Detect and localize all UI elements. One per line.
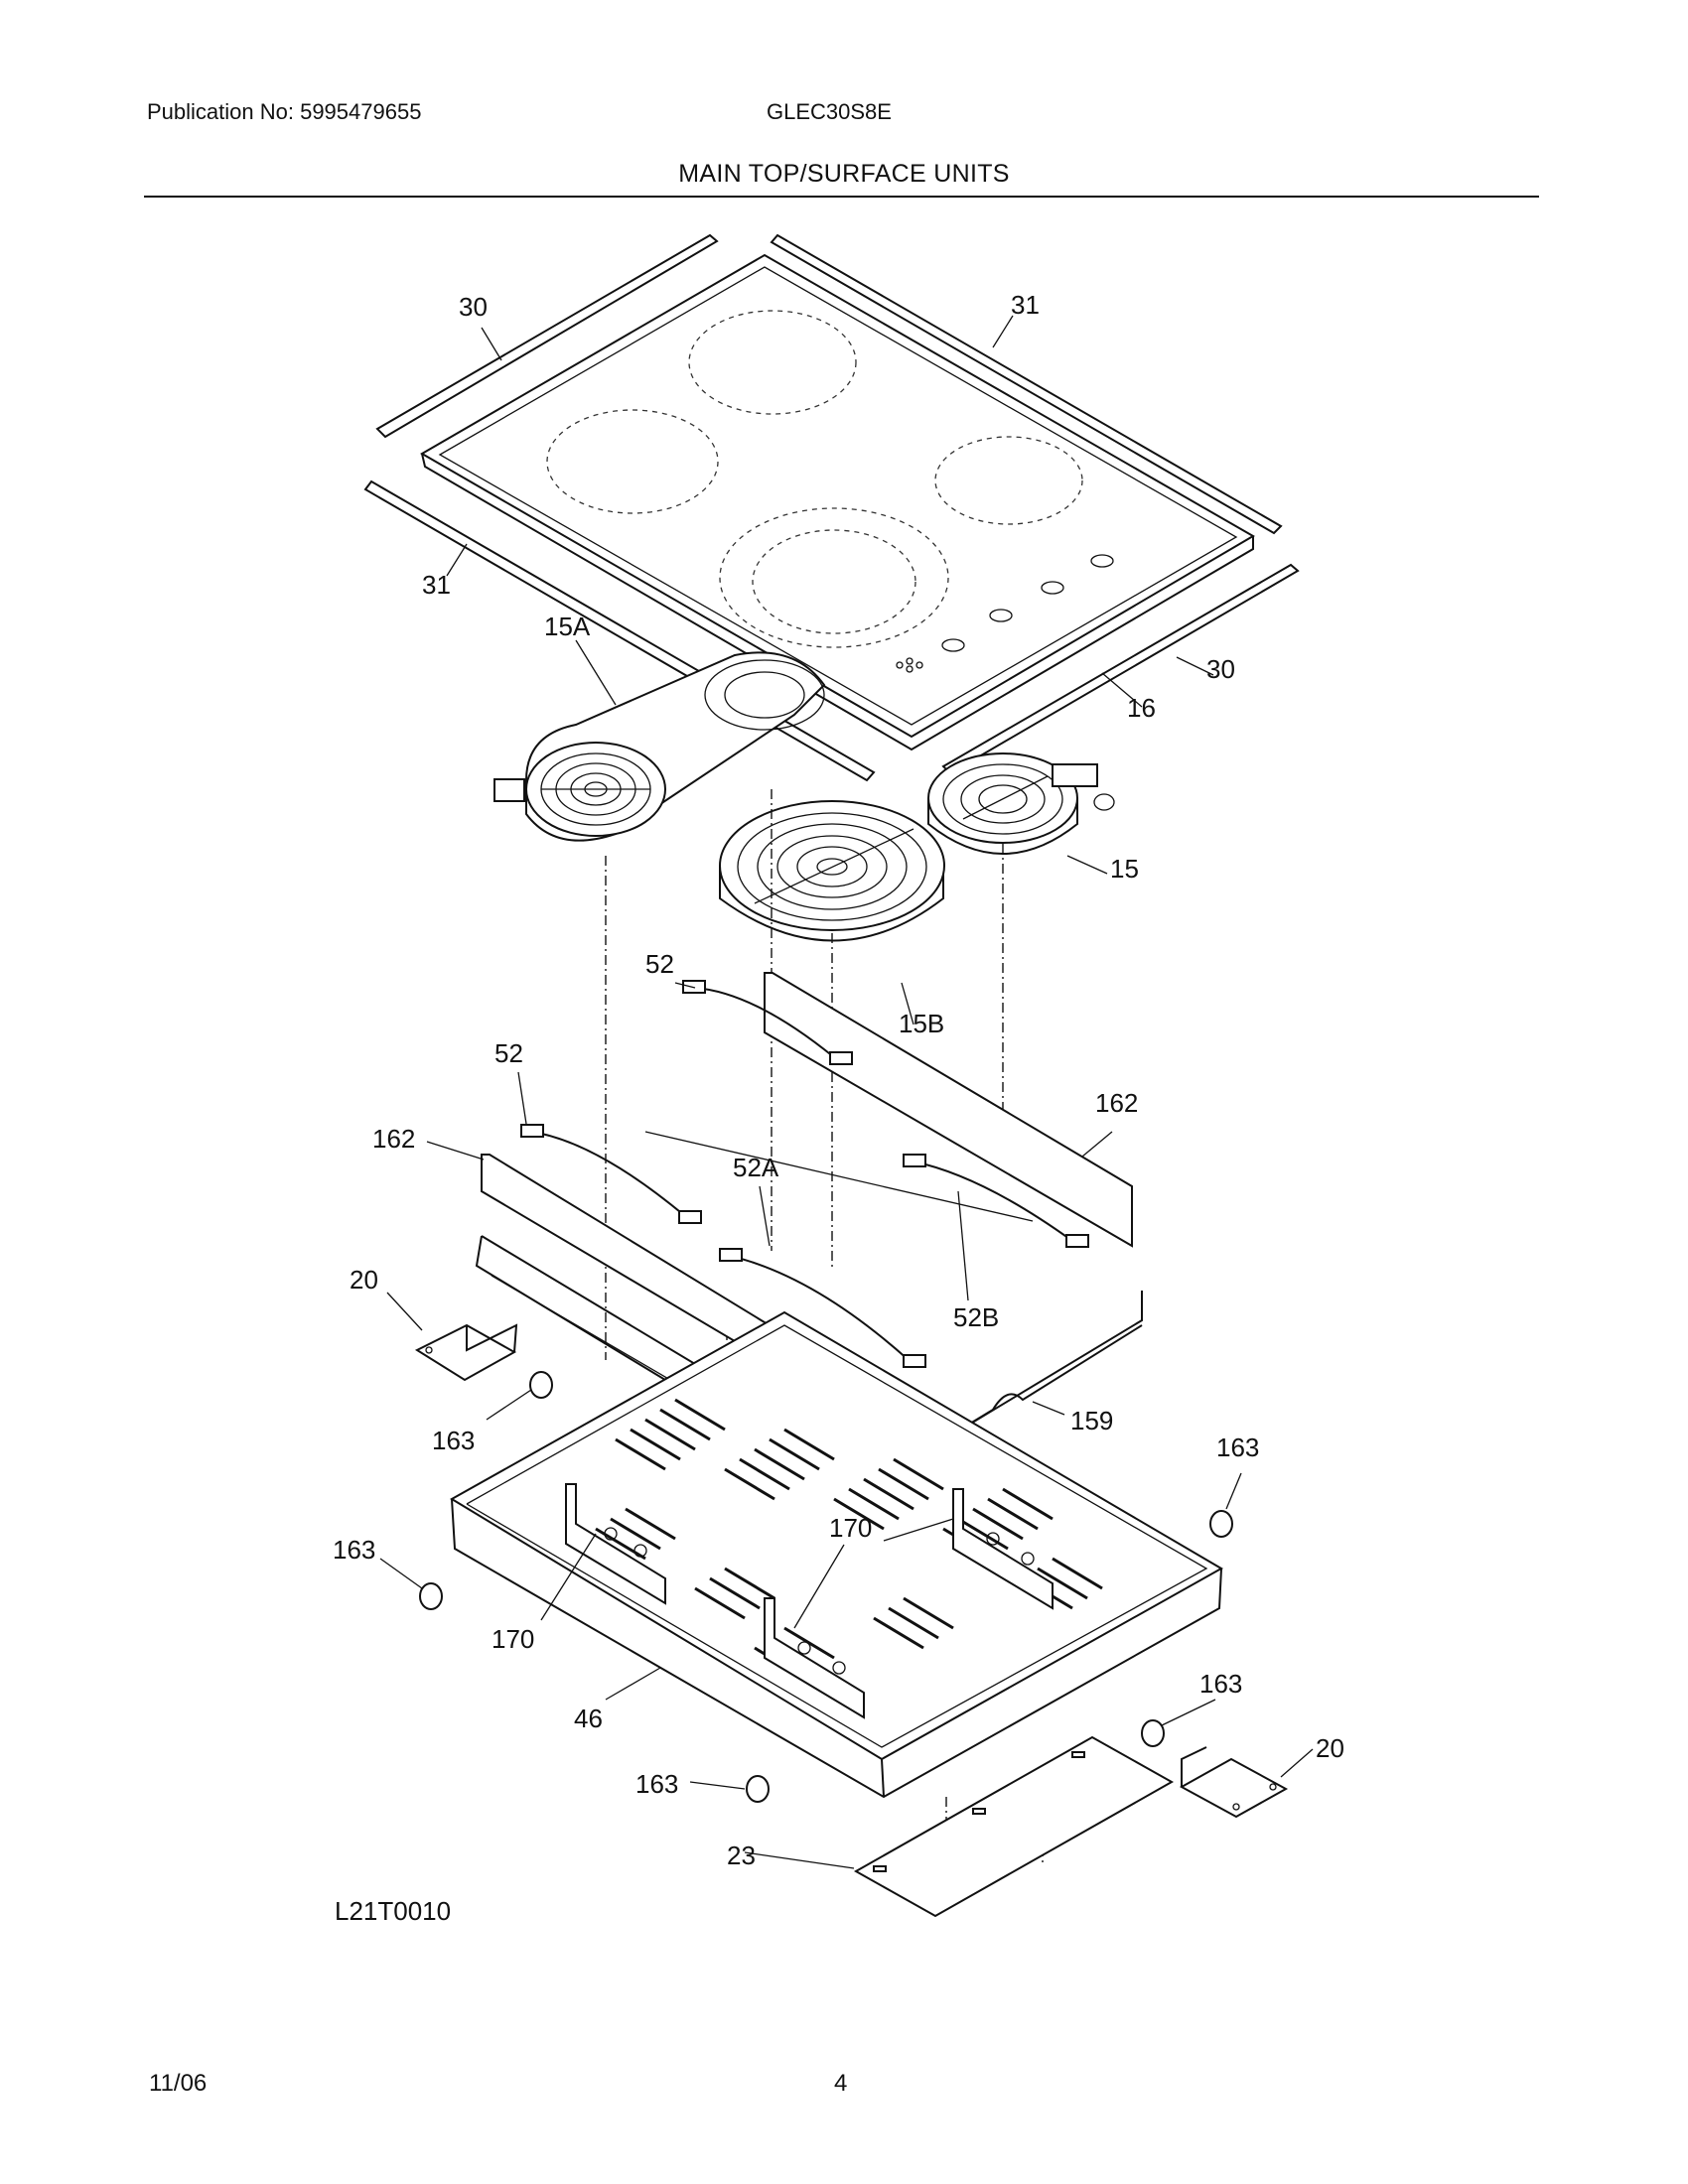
- callout-labels: 30 31 31 15A 30 16 15 52 15B 52 162 162 …: [333, 290, 1344, 1870]
- callout-163-right: 163: [1216, 1433, 1259, 1462]
- callout-163-left: 163: [432, 1426, 475, 1455]
- trim-strip-30-top-left: [375, 233, 719, 439]
- callout-31-top: 31: [1011, 290, 1040, 320]
- section-title: MAIN TOP/SURFACE UNITS: [678, 160, 1010, 188]
- callout-30-right: 30: [1206, 654, 1235, 684]
- bottom-pan-46: [450, 1310, 1224, 1799]
- callout-163-bottom: 163: [635, 1769, 678, 1799]
- dual-surface-element-15A: [493, 651, 826, 842]
- publication-number: Publication No: 5995479655: [147, 99, 422, 124]
- bracket-170-left: [565, 1483, 666, 1605]
- callout-162-left: 162: [372, 1124, 415, 1154]
- callout-170-center: 170: [829, 1513, 872, 1543]
- cover-plate-23: [853, 1735, 1175, 1918]
- callout-163-far-left: 163: [333, 1535, 375, 1565]
- callout-15B: 15B: [899, 1009, 944, 1038]
- leader-lines: [379, 315, 1314, 1869]
- callout-20-left: 20: [350, 1265, 378, 1295]
- strap-52-upper: [682, 980, 853, 1065]
- bracket-20-right: [1179, 1746, 1289, 1819]
- header-rule: [144, 196, 1539, 198]
- surface-element-15: [927, 752, 1115, 855]
- bracket-170-right: [952, 1488, 1054, 1610]
- callout-52-left: 52: [494, 1038, 523, 1068]
- callout-46: 46: [574, 1704, 603, 1733]
- bracket-170-center: [764, 1597, 865, 1719]
- bracket-20-left: [414, 1323, 518, 1382]
- glass-cooktop: [420, 253, 1255, 751]
- callout-16: 16: [1127, 693, 1156, 723]
- callout-15A: 15A: [544, 612, 591, 641]
- callout-52-upper: 52: [645, 949, 674, 979]
- callout-170-left: 170: [492, 1624, 534, 1654]
- callout-20-right: 20: [1316, 1733, 1344, 1763]
- callout-52B: 52B: [953, 1302, 999, 1332]
- callout-159: 159: [1070, 1406, 1113, 1435]
- footer-date: 11/06: [149, 2070, 208, 2097]
- figure-id: L21T0010: [335, 1896, 452, 1926]
- page-number: 4: [834, 2070, 848, 2097]
- strap-52B: [903, 1154, 1089, 1248]
- callout-31-left: 31: [422, 570, 451, 600]
- bracket-162-right: [764, 972, 1133, 1248]
- trim-strip-31-top-right: [770, 233, 1283, 535]
- callout-52A: 52A: [733, 1153, 779, 1182]
- callout-30-top: 30: [459, 292, 488, 322]
- callout-15: 15: [1110, 854, 1139, 884]
- callout-23: 23: [727, 1841, 756, 1870]
- surface-element-15B: [719, 800, 945, 942]
- callout-163-bottom-right: 163: [1199, 1669, 1242, 1699]
- model-number: GLEC30S8E: [767, 99, 892, 124]
- strap-52-left: [520, 1124, 702, 1224]
- grommets-163: [419, 1371, 1233, 1803]
- callout-162-right: 162: [1095, 1088, 1138, 1118]
- strap-52A: [719, 1248, 926, 1368]
